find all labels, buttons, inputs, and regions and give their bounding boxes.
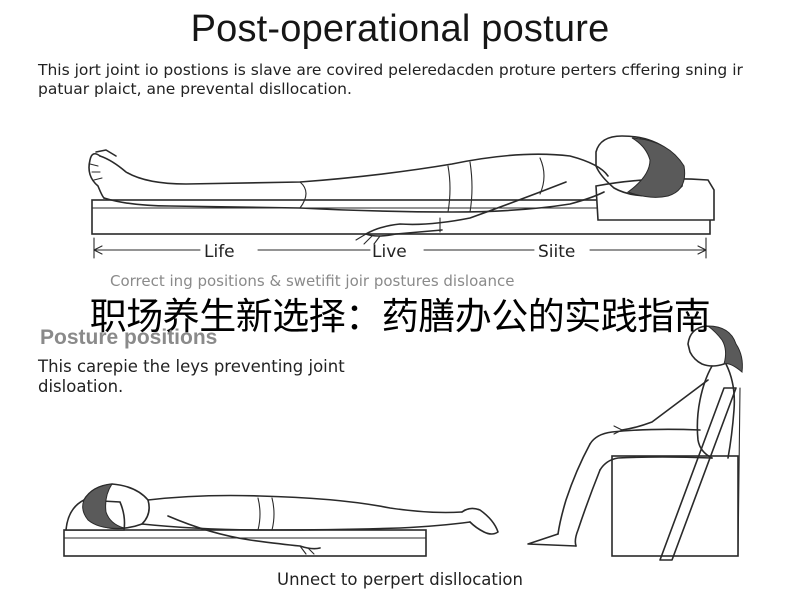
top-caption: Correct ing positions & swetifit joir po… xyxy=(110,272,515,290)
bottom-bed xyxy=(63,529,427,557)
bottom-caption: Unnect to perpert disllocation xyxy=(277,570,523,589)
measurement-line xyxy=(93,237,707,259)
measure-label-live: Live xyxy=(372,242,407,262)
measure-label-siite: Siite xyxy=(538,242,576,262)
overlay-banner-text: 职场养生新选择：药膳办公的实践指南 xyxy=(89,295,711,338)
section2-description: This carepie the leys preventing joint d… xyxy=(38,357,345,396)
intro-paragraph: This jort joint io postions is slave are… xyxy=(38,61,743,98)
section2-heading: Posture positions xyxy=(40,326,218,349)
measure-label-life: Life xyxy=(204,242,235,262)
chair-backrest xyxy=(659,387,737,561)
diagram-title: Post-operational posture xyxy=(190,8,610,50)
chair-seat xyxy=(611,455,739,557)
bottom-supine-figure xyxy=(63,483,499,557)
seated-figure xyxy=(527,325,743,561)
top-supine-figure xyxy=(88,135,715,245)
